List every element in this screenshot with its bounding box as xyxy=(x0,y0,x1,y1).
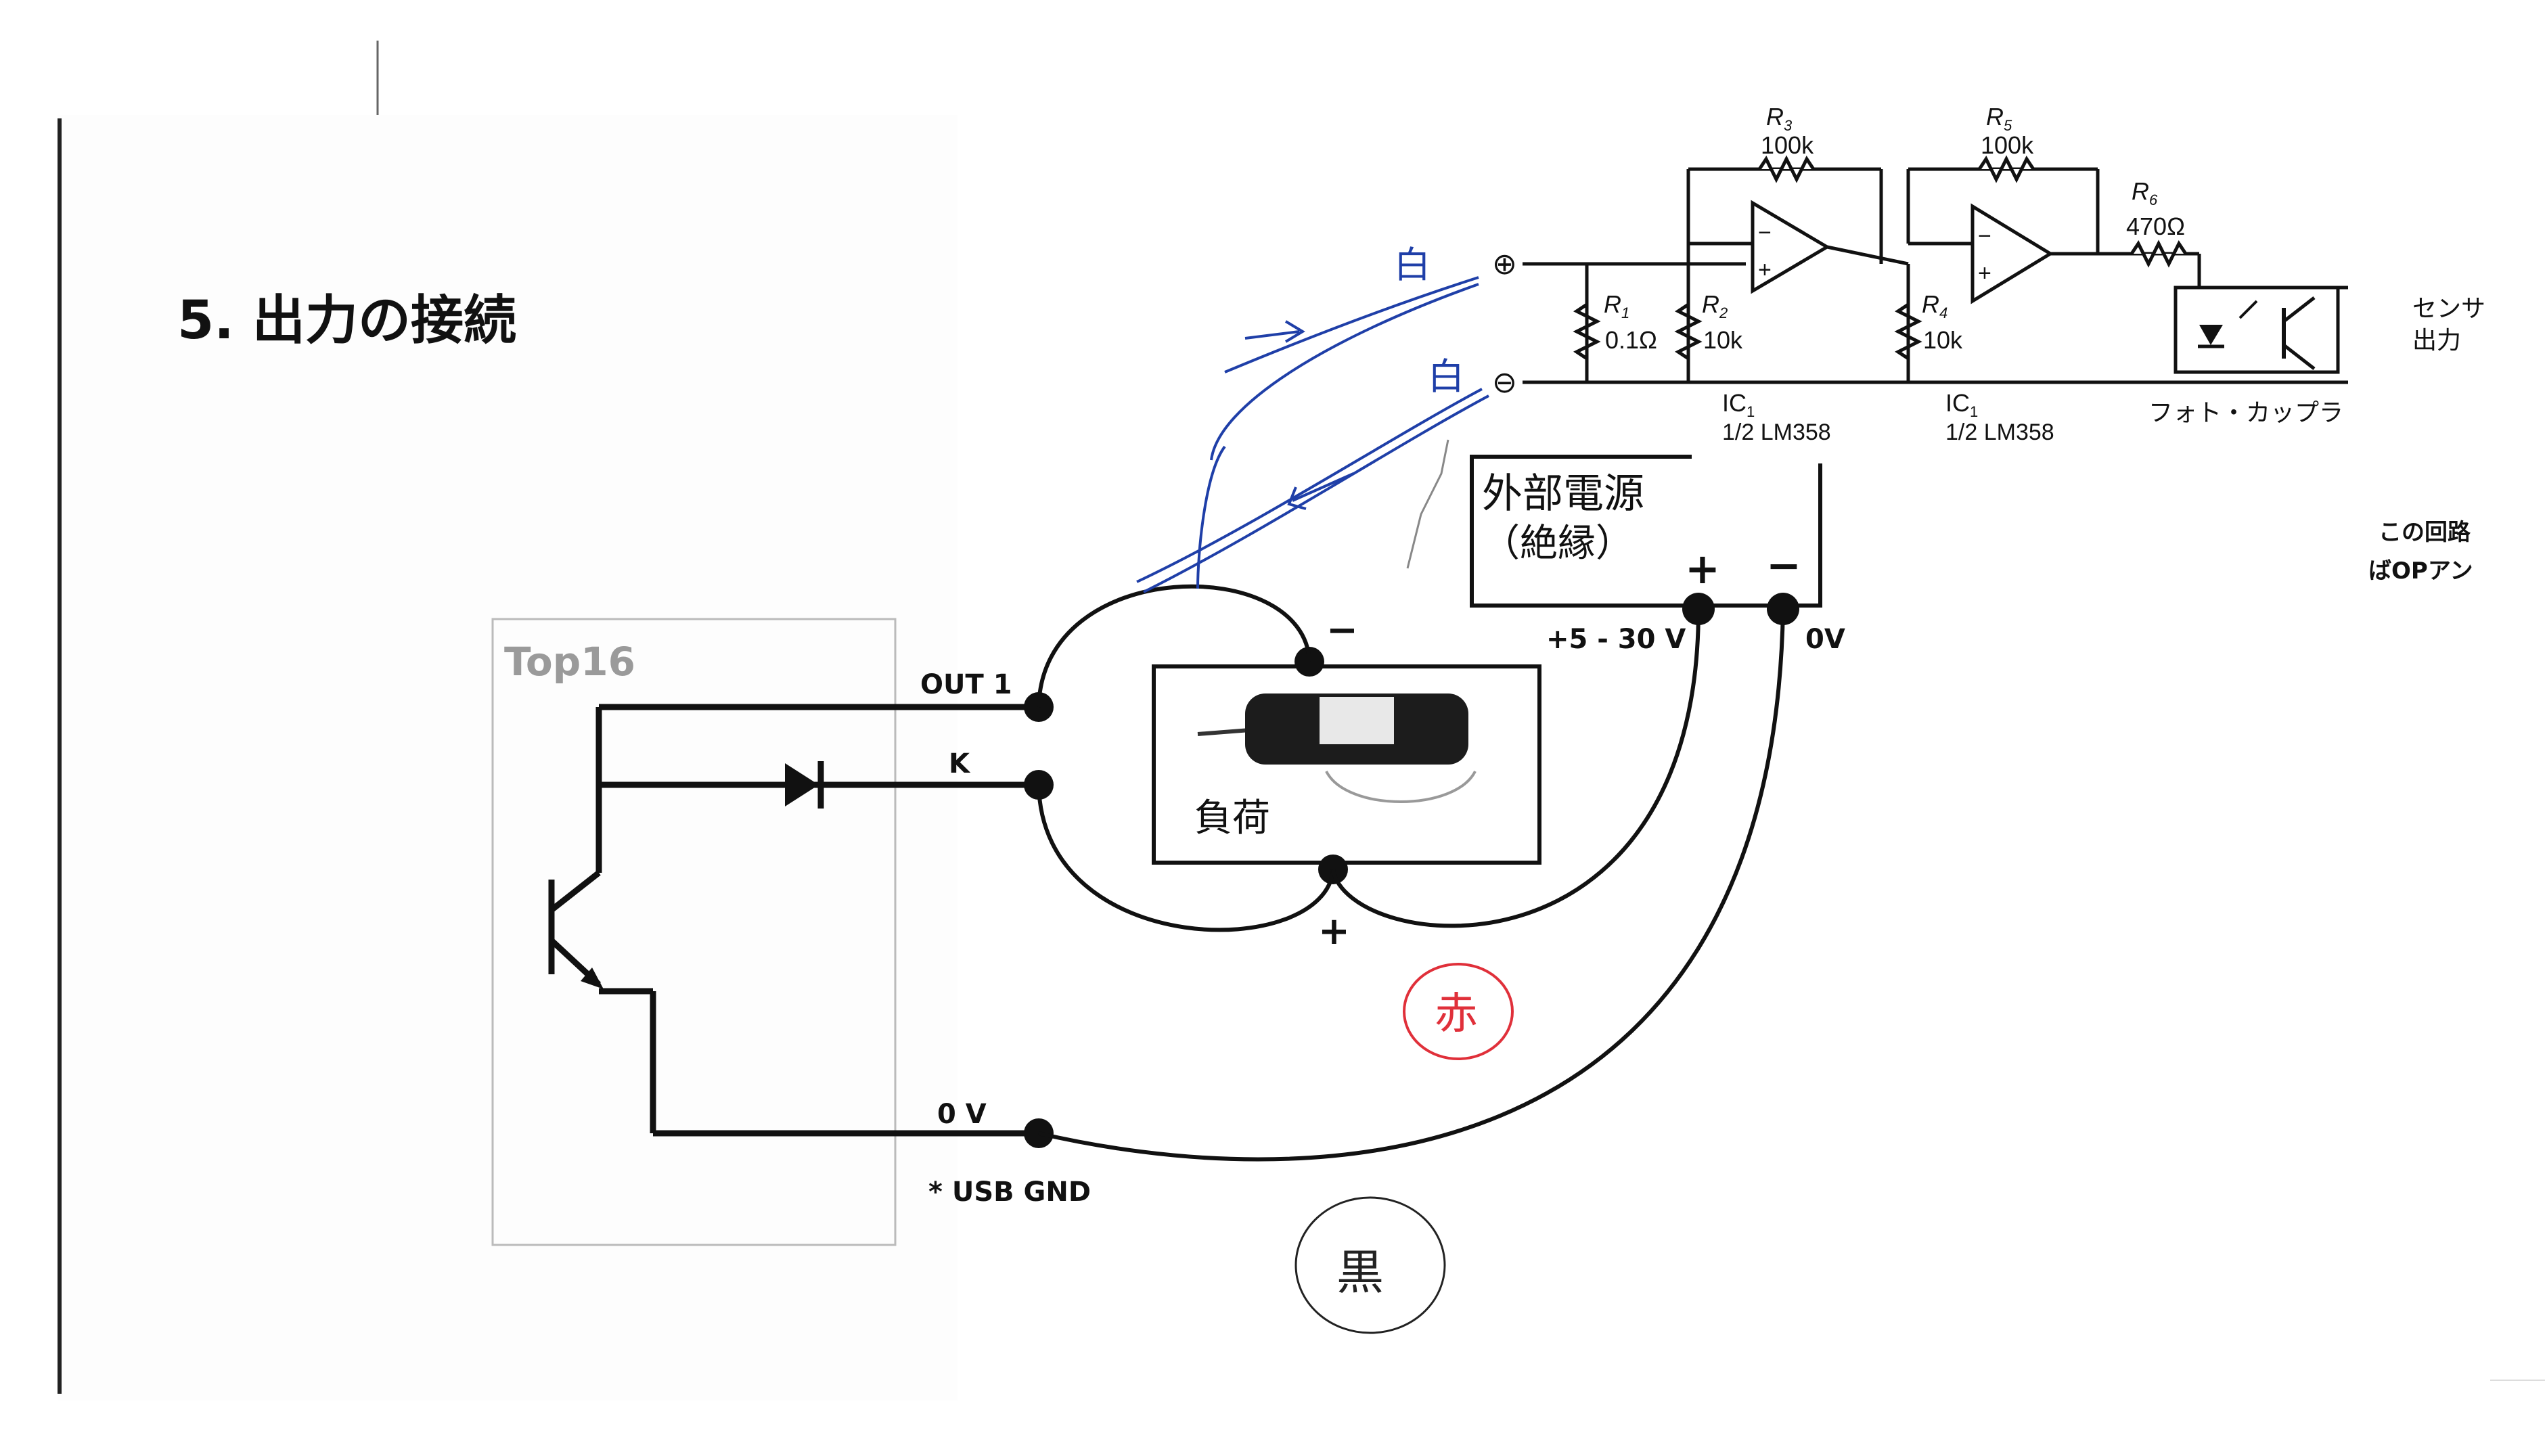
resistor-r4 xyxy=(1894,302,1922,361)
ic1a-name: IC1 xyxy=(1722,389,1755,420)
blue-stroke-lower-1 xyxy=(1136,388,1483,583)
transistor-collector-leg xyxy=(549,870,601,913)
load-minus-label: − xyxy=(1326,608,1358,652)
r1-value: 0.1Ω xyxy=(1605,326,1657,354)
external-power-supply: 外部電源 （絶縁） + − +5 - 30 V 0V xyxy=(1470,455,1845,655)
supply-terminal-plus xyxy=(1682,593,1715,625)
scanned-sheet-left xyxy=(58,115,958,1401)
ic1b-part: 1/2 LM358 xyxy=(1945,419,2054,445)
pin-label-out1: OUT 1 xyxy=(920,669,1012,700)
supply-minus-label: − xyxy=(1766,541,1801,590)
flyback-diode xyxy=(785,761,824,809)
resistor-r6 xyxy=(2130,240,2188,268)
sensor-wires xyxy=(1523,167,2348,384)
ic1a-part: 1/2 LM358 xyxy=(1722,419,1831,445)
pin-label-0v: 0 V xyxy=(937,1099,987,1130)
r3-value: 100k xyxy=(1761,131,1814,159)
board-name: Top16 xyxy=(504,639,635,685)
r4-value: 10k xyxy=(1923,326,1963,354)
black-pen-mark: 黒 xyxy=(1294,1196,1446,1334)
motor-photo xyxy=(1197,693,1477,803)
supply-voltage: +5 - 30 V xyxy=(1546,624,1686,655)
load-plus-label: + xyxy=(1318,909,1350,953)
blue-pen-annotations xyxy=(1136,276,1489,593)
supply-box xyxy=(1470,455,1822,608)
blue-arrow-left xyxy=(1287,472,1354,510)
torn-edge-mask xyxy=(1692,443,2233,463)
blue-mark-white-1: 白 xyxy=(1394,245,1431,286)
resistor-r5 xyxy=(1977,155,2035,183)
side-note-line2: ばOPアン xyxy=(2368,558,2473,585)
supply-plus-label: + xyxy=(1685,544,1720,593)
ic1b-name: IC1 xyxy=(1945,389,1978,420)
red-circle xyxy=(1403,963,1514,1060)
opamp-1 xyxy=(1751,200,1830,294)
wire-ground-to-supply-0v xyxy=(1038,608,1785,1162)
black-circle xyxy=(1294,1196,1446,1334)
sensor-terminal-minus: ⊖ xyxy=(1492,366,1517,399)
blue-mark-white-2: 白 xyxy=(1428,357,1464,397)
blue-stroke-upper-1 xyxy=(1224,276,1479,373)
diode-triangle xyxy=(785,763,819,806)
r2-name: R2 xyxy=(1702,290,1728,321)
photocoupler xyxy=(2174,286,2340,374)
wire-load-plus-to-supply-plus xyxy=(1331,608,1701,928)
resistor-r2 xyxy=(1674,302,1703,361)
wire-out1-to-load-minus xyxy=(1037,584,1311,708)
supply-subtitle: （絶縁） xyxy=(1482,522,1634,564)
red-circle-text: 赤 xyxy=(1435,989,1478,1038)
r6-name: R6 xyxy=(2132,177,2158,208)
red-pen-mark: 赤 xyxy=(1403,963,1514,1060)
opamp2-minus: − xyxy=(1978,223,1991,249)
r2-value: 10k xyxy=(1703,326,1743,354)
black-circle-text: 黒 xyxy=(1336,1246,1384,1299)
blue-arrow-right xyxy=(1244,320,1305,343)
light-ray xyxy=(2238,300,2258,319)
photocoupler-led xyxy=(2199,325,2223,345)
current-sensor-circuit: ⊕ ⊖ R1 0.1Ω R2 10k R3 100k R4 10k R5 100… xyxy=(1492,103,2485,463)
opamp1-minus: − xyxy=(1758,220,1772,246)
r1-name: R1 xyxy=(1604,290,1629,321)
emitter-arrow xyxy=(581,968,604,989)
opamp2-plus: + xyxy=(1978,260,1991,286)
supply-terminal-minus xyxy=(1767,593,1799,625)
resistor-r3 xyxy=(1757,155,1816,183)
resistor-r1 xyxy=(1573,302,1601,361)
phototransistor-emitter xyxy=(2282,344,2316,370)
interconnect-wires xyxy=(1037,584,1785,1162)
pin-label-usb-gnd: * USB GND xyxy=(928,1177,1091,1208)
opamp1-plus: + xyxy=(1758,257,1772,283)
side-note-line1: この回路 xyxy=(2379,519,2471,546)
sensor-output-line1: センサ xyxy=(2412,294,2485,322)
wire-k-to-load-plus xyxy=(1037,784,1335,932)
blue-stroke-down xyxy=(1196,445,1226,589)
supply-ground: 0V xyxy=(1805,624,1845,655)
supply-title: 外部電源 xyxy=(1482,471,1644,516)
load-label: 負荷 xyxy=(1194,796,1270,839)
blue-stroke-upper-2 xyxy=(1210,283,1479,461)
wire-opamp1-out xyxy=(1826,245,1909,266)
pin-label-k: K xyxy=(949,748,971,779)
r4-name: R4 xyxy=(1922,290,1947,321)
torn-paper-edge xyxy=(1406,439,1449,569)
opamp-2 xyxy=(1970,203,2054,304)
load-block: 負荷 − + xyxy=(1152,608,1541,953)
blue-stroke-lower-2 xyxy=(1143,394,1489,593)
sensor-output-line2: 出力 xyxy=(2412,326,2461,354)
r5-name: R5 xyxy=(1986,103,2012,134)
r3-name: R3 xyxy=(1766,103,1793,134)
photocoupler-label: フォト・カップラ xyxy=(2148,399,2343,426)
sensor-terminal-plus: ⊕ xyxy=(1492,248,1517,281)
board-outline xyxy=(491,618,897,1246)
r5-value: 100k xyxy=(1981,131,2034,159)
section-title: 5. 出力の接続 xyxy=(177,290,516,351)
r6-value: 470Ω xyxy=(2126,212,2185,240)
motor-sticker xyxy=(1320,697,1394,744)
motor-lead-wire xyxy=(1325,771,1477,803)
phototransistor-collector xyxy=(2282,296,2316,323)
